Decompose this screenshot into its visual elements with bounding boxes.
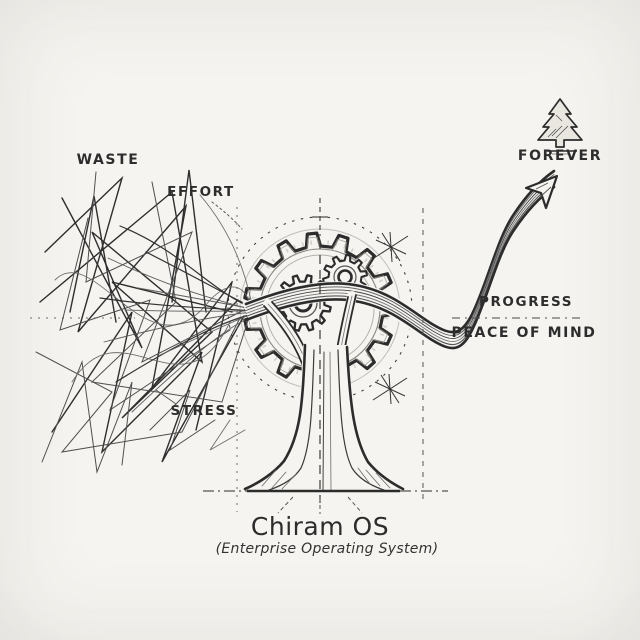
effort-leader-line — [211, 201, 243, 230]
chaos-scribble-mass — [35, 169, 255, 474]
construction-lines-front — [236, 207, 585, 514]
growth-arrow-ribbon — [242, 169, 560, 350]
arrowhead — [524, 174, 559, 210]
label-forever: FOREVER — [517, 148, 603, 164]
sparkle-star-icon — [372, 231, 409, 405]
diagram-title: Chiram OS — [250, 512, 390, 541]
tree-trunk — [243, 343, 405, 491]
label-effort: EFFORT — [167, 184, 235, 200]
title-leader-dashes — [277, 496, 363, 514]
label-peace-of-mind: PEACE OF MIND — [451, 325, 597, 341]
diagram-subtitle: (Enterprise Operating System) — [215, 541, 439, 557]
label-stress: STRESS — [170, 403, 238, 419]
stress-leader-line — [155, 389, 177, 405]
label-waste: WASTE — [76, 152, 140, 168]
pine-tree-icon — [537, 98, 583, 155]
label-progress: PROGRESS — [478, 294, 574, 310]
